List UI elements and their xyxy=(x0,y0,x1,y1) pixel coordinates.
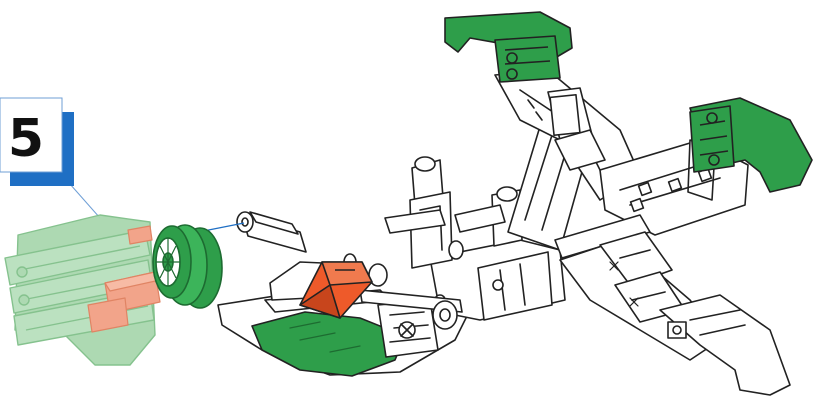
step-badge: 5 xyxy=(0,98,74,186)
pulley-wheel-icon xyxy=(153,225,222,308)
step-number: 5 xyxy=(8,109,44,169)
green-claw-icon xyxy=(445,12,572,82)
